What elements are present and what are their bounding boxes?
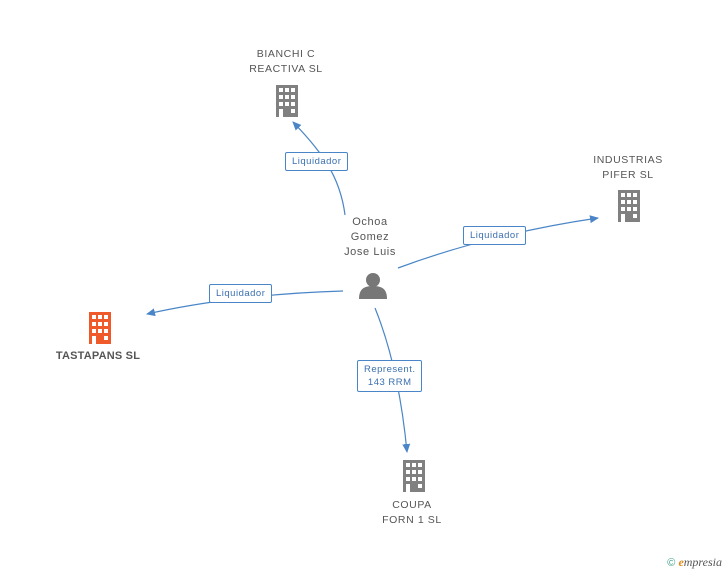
person-icon[interactable]	[359, 273, 387, 299]
building-icon-industrias[interactable]	[618, 190, 640, 222]
edge-label-coupa: Represent. 143 RRM	[357, 360, 423, 392]
company-label-tastapans[interactable]: TASTAPANS SL	[40, 349, 156, 364]
person-name-line: Jose Luis	[344, 246, 396, 258]
company-label-coupa[interactable]: COUPA FORN 1 SL	[362, 498, 462, 528]
company-name-line: REACTIVA SL	[249, 63, 323, 75]
company-name-line: TASTAPANS SL	[55, 350, 141, 362]
company-name-line: PIFER SL	[602, 169, 654, 181]
company-name-line: BIANCHI C	[256, 48, 316, 60]
company-name-line: COUPA	[392, 499, 432, 511]
company-label-bianchic[interactable]: BIANCHI C REACTIVA SL	[236, 47, 336, 77]
brand-name: mpresia	[683, 555, 722, 569]
footer-brand[interactable]: © empresia	[667, 555, 722, 570]
role-text: Liquidador	[292, 156, 342, 167]
person-name-line: Gomez	[350, 231, 390, 243]
role-text: Liquidador	[216, 288, 266, 299]
brand-logo: empresia	[678, 555, 722, 569]
building-icon-coupa[interactable]	[403, 460, 425, 492]
edge-label-tastapans: Liquidador	[209, 284, 273, 303]
role-text: Represent.	[364, 364, 416, 375]
role-text: 143 RRM	[367, 377, 412, 388]
role-text: Liquidador	[470, 230, 520, 241]
copyright-symbol: ©	[667, 557, 676, 569]
building-icon-bianchic[interactable]	[276, 85, 298, 117]
company-name-line: FORN 1 SL	[382, 514, 442, 526]
person-name-line: Ochoa	[352, 216, 388, 228]
company-label-industrias[interactable]: INDUSTRIAS PIFER SL	[578, 153, 678, 183]
person-label[interactable]: Ochoa Gomez Jose Luis	[320, 215, 420, 260]
company-name-line: INDUSTRIAS	[593, 154, 663, 166]
building-icon-tastapans[interactable]	[89, 312, 111, 344]
brand-initial: e	[678, 555, 684, 569]
edge-label-bianchic: Liquidador	[285, 152, 349, 171]
edge-label-industrias: Liquidador	[463, 226, 527, 245]
